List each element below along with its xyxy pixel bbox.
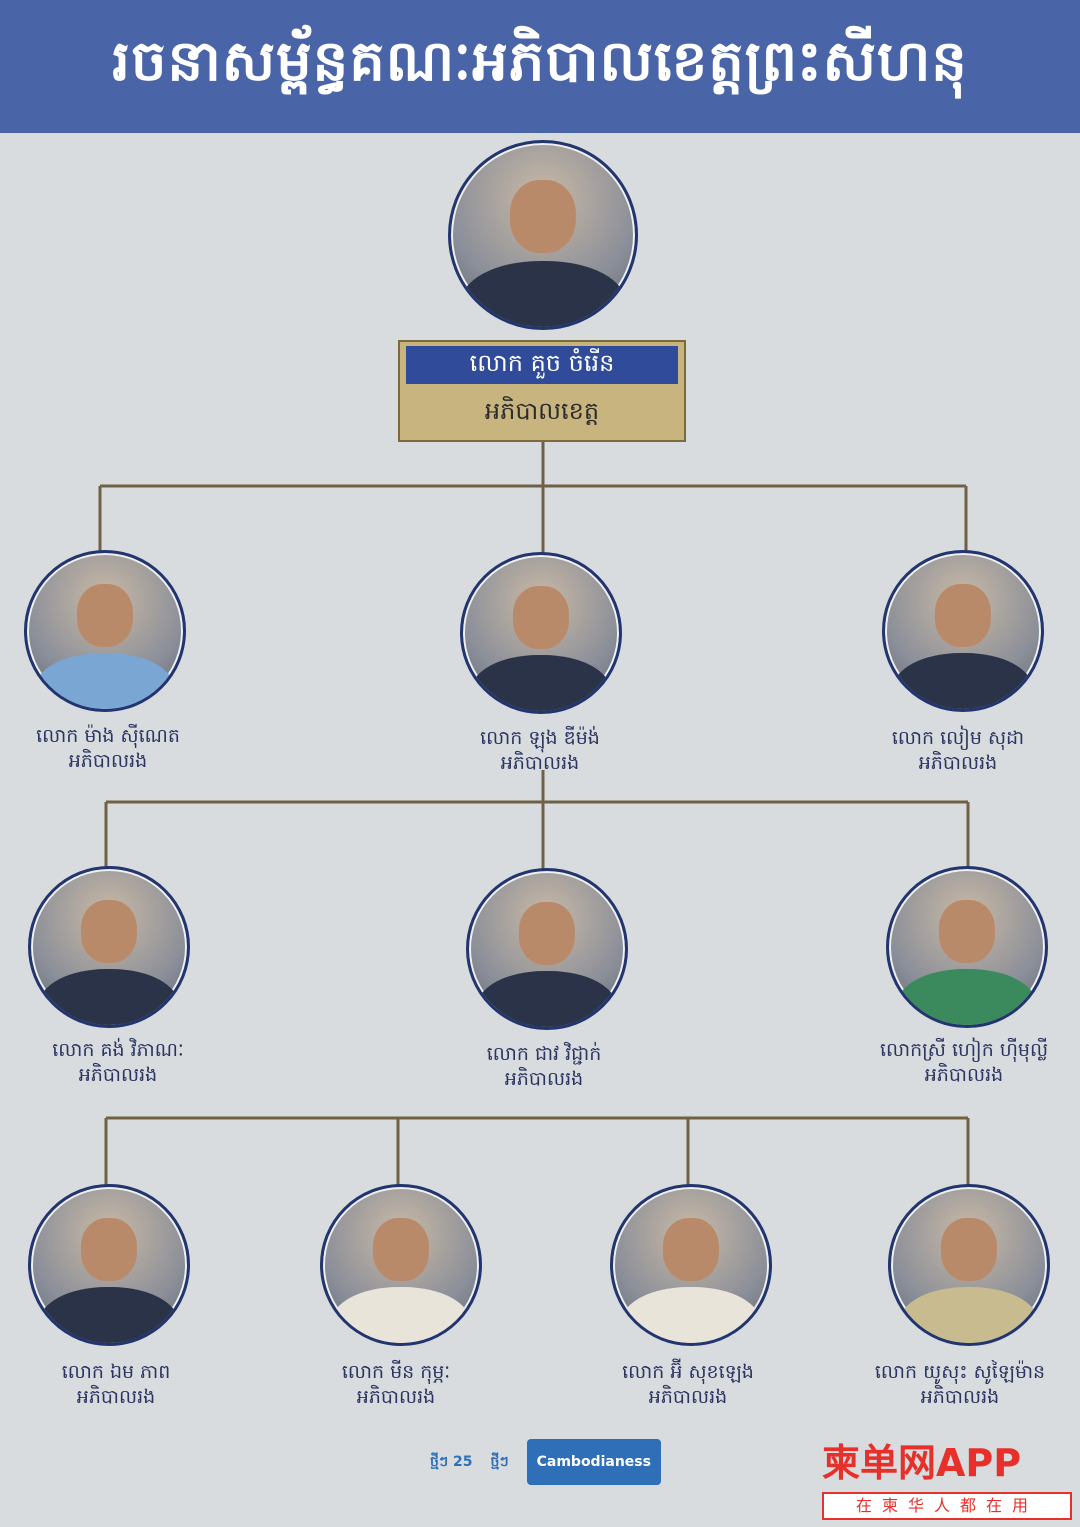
member-name: លោក យូសុះ សូឡៃម៉ាន <box>874 1361 1046 1383</box>
governor-name-box: លោក គួច ចំរើន អភិបាលខេត្ត <box>398 340 686 442</box>
governor-name: លោក គួច ចំរើន <box>406 346 678 384</box>
member-role: អភិបាលរង <box>356 1386 436 1408</box>
member-photo <box>610 1184 772 1346</box>
member-role: អភិបាលរង <box>504 1068 584 1090</box>
chart-title: រចនាសម្ព័ន្ធគណៈអភិបាលខេត្តព្រះសីហនុ <box>112 28 968 94</box>
member-name: លោក ឡុង ឌីម៉ង់ <box>480 727 600 749</box>
member-role: អភិបាលរង <box>78 1064 158 1086</box>
member-photo <box>24 550 186 712</box>
member-caption: លោក ឡុង ឌីម៉ង់ អភិបាលរង <box>420 726 660 776</box>
member-role: អភិបាលរង <box>68 750 148 772</box>
governor-photo <box>448 140 638 330</box>
watermark: 柬单网APP 在柬华人都在用 <box>822 1440 1074 1524</box>
member-name: លោក ម៉ាង ស៊ីណេត <box>36 725 180 747</box>
member-caption: លោកស្រី ហៀក ហ៊ីមុល្លី អភិបាលរង <box>844 1038 1080 1088</box>
member-role: អភិបាលរង <box>924 1064 1004 1086</box>
header-banner: រចនាសម្ព័ន្ធគណៈអភិបាលខេត្តព្រះសីហនុ <box>0 0 1080 133</box>
member-photo <box>882 550 1044 712</box>
member-caption: លោក ម៉ាង ស៊ីណេត អភិបាលរង <box>0 724 228 774</box>
member-name: លោក ជាវ វិជ្ជាក់ <box>486 1043 602 1065</box>
member-caption: លោក គង់ វិភាណៈ អភិបាលរង <box>0 1038 238 1088</box>
member-photo <box>466 868 628 1030</box>
watermark-sub: 在柬华人都在用 <box>822 1492 1072 1520</box>
member-role: អភិបាលរង <box>648 1386 728 1408</box>
governor-role: អភិបាលខេត្ត <box>484 397 600 425</box>
member-photo <box>28 1184 190 1346</box>
watermark-main: 柬单网APP <box>822 1441 1022 1485</box>
thmey-logo: ថ្មីៗ <box>490 1453 509 1470</box>
member-role: អភិបាលរង <box>918 752 998 774</box>
logo-strip: ថ្មីៗ 25 ថ្មីៗ Cambodianess <box>430 1432 661 1492</box>
member-name: លោក អ៊ី សុខឡេង <box>622 1361 754 1383</box>
member-photo <box>320 1184 482 1346</box>
member-photo <box>460 552 622 714</box>
member-caption: លោក ឯម ភាព អភិបាលរង <box>0 1360 236 1410</box>
member-name: លោក ឯម ភាព <box>61 1361 171 1383</box>
member-role: អភិបាលរង <box>76 1386 156 1408</box>
cambodianess-logo: Cambodianess <box>526 1439 661 1485</box>
member-photo <box>28 866 190 1028</box>
member-caption: លោក មីន កុម្ភៈ អភិបាលរង <box>276 1360 516 1410</box>
member-photo <box>886 866 1048 1028</box>
member-caption: លោក លៀម សុដា អភិបាលរង <box>838 726 1078 776</box>
thmey-25-logo: ថ្មីៗ 25 <box>430 1453 473 1470</box>
member-photo <box>888 1184 1050 1346</box>
member-name: លោក មីន កុម្ភៈ <box>341 1361 451 1383</box>
member-name: លោក លៀម សុដា <box>891 727 1025 749</box>
member-name: លោក គង់ វិភាណៈ <box>52 1039 184 1061</box>
member-role: អភិបាលរង <box>920 1386 1000 1408</box>
member-role: អភិបាលរង <box>500 752 580 774</box>
member-caption: លោក យូសុះ សូឡៃម៉ាន អភិបាលរង <box>840 1360 1080 1410</box>
member-caption: លោក អ៊ី សុខឡេង អភិបាលរង <box>568 1360 808 1410</box>
member-caption: លោក ជាវ វិជ្ជាក់ អភិបាលរង <box>424 1042 664 1092</box>
member-name: លោកស្រី ហៀក ហ៊ីមុល្លី <box>879 1039 1049 1061</box>
